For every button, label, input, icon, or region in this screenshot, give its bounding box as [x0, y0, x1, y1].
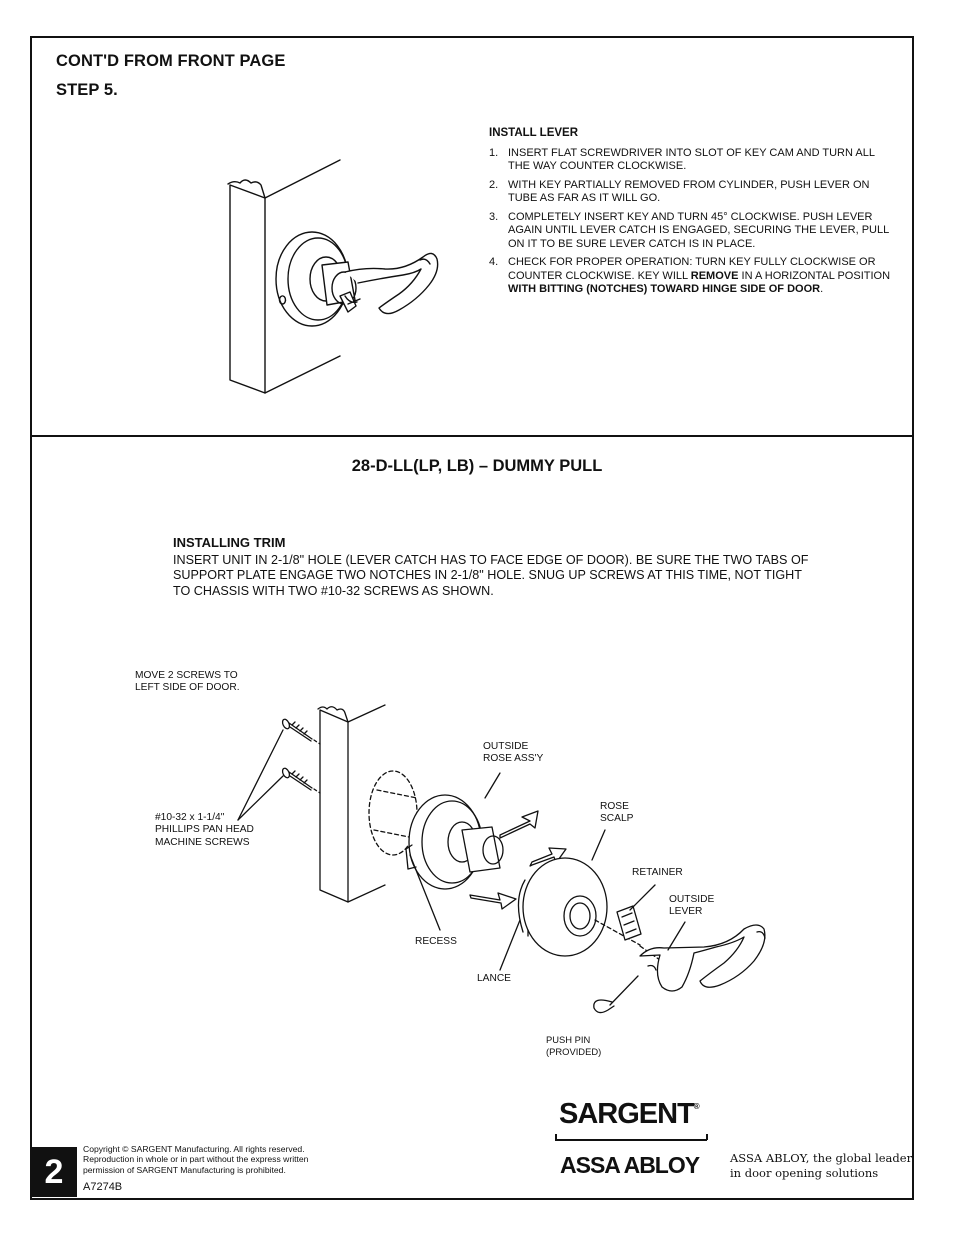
- header-step: STEP 5.: [56, 81, 118, 99]
- sargent-logo-text: SARGENT: [559, 1098, 695, 1130]
- install-step: 2. WITH KEY PARTIALLY REMOVED FROM CYLIND…: [489, 179, 894, 206]
- step-text: CHECK FOR PROPER OPERATION: TURN KEY FUL…: [508, 256, 876, 282]
- step-text: IN A HORIZONTAL POSITION: [738, 269, 891, 282]
- step-text: INSERT FLAT SCREWDRIVER INTO SLOT OF KEY…: [508, 146, 875, 173]
- logo-divider-tick: [555, 1134, 557, 1140]
- logo-divider-tick: [706, 1134, 708, 1140]
- install-step: 1. INSERT FLAT SCREWDRIVER INTO SLOT OF K…: [489, 147, 894, 174]
- outside-lever-label: OUTSIDE LEVER: [669, 894, 715, 918]
- assa-abloy-tagline: ASSA ABLOY, the global leader in door op…: [730, 1151, 913, 1180]
- install-step: 3. COMPLETELY INSERT KEY AND TURN 45° CLO…: [489, 211, 894, 252]
- install-step: 4. CHECK FOR PROPER OPERATION: TURN KEY F…: [489, 256, 894, 297]
- assa-abloy-logo: ASSA ABLOY: [560, 1152, 700, 1178]
- lance-label: LANCE: [477, 973, 511, 984]
- move-screws-label: MOVE 2 SCREWS TO LEFT SIDE OF DOOR.: [135, 670, 240, 694]
- document-id: A7274B: [83, 1181, 123, 1193]
- rose-scalp-label: ROSE SCALP: [600, 801, 634, 825]
- header-contd: CONT'D FROM FRONT PAGE: [56, 52, 286, 70]
- step-text: COMPLETELY INSERT KEY AND TURN 45° CLOCK…: [508, 210, 889, 250]
- installing-trim-title: INSTALLING TRIM: [173, 535, 286, 550]
- installing-trim: INSTALLING TRIM INSERT UNIT IN 2-1/8" HO…: [173, 535, 813, 599]
- step-number: 1.: [489, 146, 499, 159]
- dummy-pull-title: 28-D-LL(LP, LB) – DUMMY PULL: [351, 457, 603, 475]
- installing-trim-text: INSERT UNIT IN 2-1/8" HOLE (LEVER CATCH …: [173, 552, 809, 598]
- outside-rose-label: OUTSIDE ROSE ASS'Y: [483, 741, 544, 765]
- logo-divider: [555, 1139, 707, 1141]
- step-text-bold: WITH BITTING (NOTCHES) TOWARD HINGE SIDE…: [508, 283, 821, 295]
- page-frame: [30, 36, 914, 1200]
- step-text: .: [820, 283, 824, 295]
- recess-label: RECESS: [415, 936, 457, 947]
- push-pin-label: PUSH PIN (PROVIDED): [546, 1034, 602, 1058]
- step-number: 3.: [489, 210, 499, 223]
- step-number: 4.: [489, 256, 499, 268]
- section-divider: [30, 435, 914, 437]
- step-text: WITH KEY PARTIALLY REMOVED FROM CYLINDER…: [508, 178, 870, 205]
- copyright-notice: Copyright © SARGENT Manufacturing. All r…: [83, 1144, 309, 1175]
- install-lever-title: INSTALL LEVER: [489, 127, 579, 139]
- sargent-logo: SARGENT®: [559, 1098, 700, 1131]
- page-number: 2: [31, 1147, 77, 1197]
- install-lever-steps: 1. INSERT FLAT SCREWDRIVER INTO SLOT OF K…: [489, 147, 894, 297]
- install-lever-instructions: INSTALL LEVER 1. INSERT FLAT SCREWDRIVER …: [489, 127, 894, 302]
- screws-label: #10-32 x 1-1/4" PHILLIPS PAN HEAD MACHIN…: [155, 812, 254, 848]
- retainer-label: RETAINER: [632, 867, 683, 878]
- step-text-bold: REMOVE: [690, 269, 739, 282]
- step-number: 2.: [489, 178, 499, 191]
- registered-mark: ®: [693, 1102, 700, 1111]
